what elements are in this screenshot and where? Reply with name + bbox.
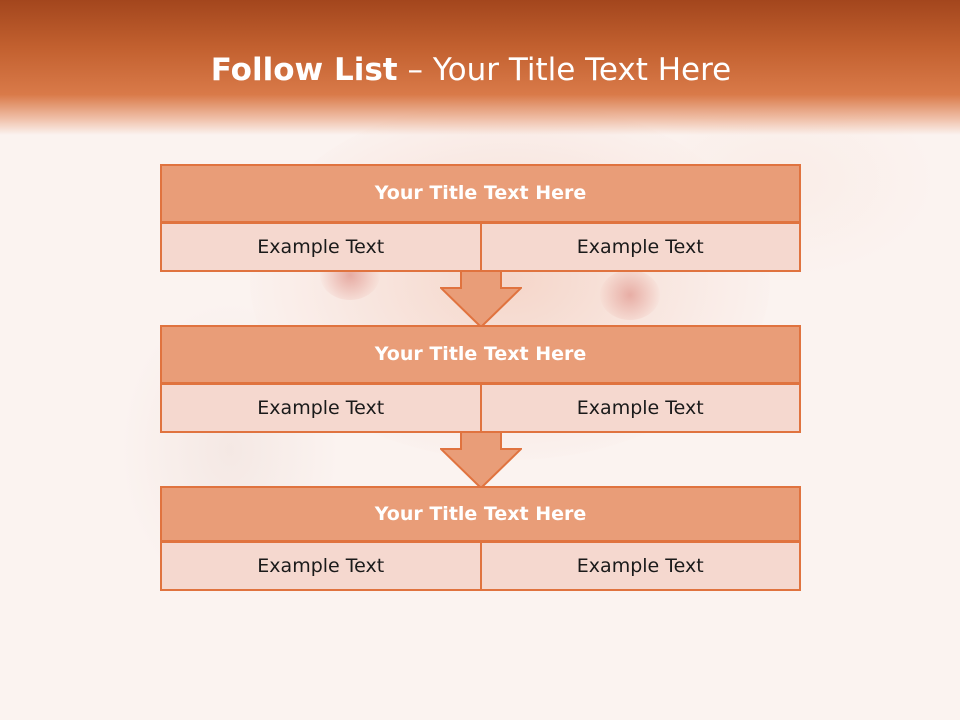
list-block-1: Your Title Text Here Example Text Exampl… — [160, 164, 801, 272]
list-block-2: Your Title Text Here Example Text Exampl… — [160, 325, 801, 433]
block-row: Example Text Example Text — [160, 541, 801, 591]
block-cell-right: Example Text — [479, 541, 801, 591]
block-row: Example Text Example Text — [160, 383, 801, 433]
slide-title-rest: – Your Title Text Here — [397, 52, 732, 88]
background-photo-detail-right — [600, 270, 660, 320]
block-title: Your Title Text Here — [160, 164, 801, 223]
block-cell-left: Example Text — [160, 222, 482, 272]
slide-title: Follow List – Your Title Text Here — [0, 52, 942, 88]
header-band — [0, 0, 960, 135]
slide-title-bold: Follow List — [210, 52, 398, 88]
block-title: Your Title Text Here — [160, 486, 801, 542]
block-cell-left: Example Text — [160, 383, 482, 433]
list-block-3: Your Title Text Here Example Text Exampl… — [160, 486, 801, 591]
block-cell-left: Example Text — [160, 541, 482, 591]
block-row: Example Text Example Text — [160, 222, 801, 272]
down-arrow-icon — [440, 270, 522, 328]
block-cell-right: Example Text — [479, 383, 801, 433]
down-arrow-icon — [440, 431, 522, 489]
block-cell-right: Example Text — [479, 222, 801, 272]
block-title: Your Title Text Here — [160, 325, 801, 384]
